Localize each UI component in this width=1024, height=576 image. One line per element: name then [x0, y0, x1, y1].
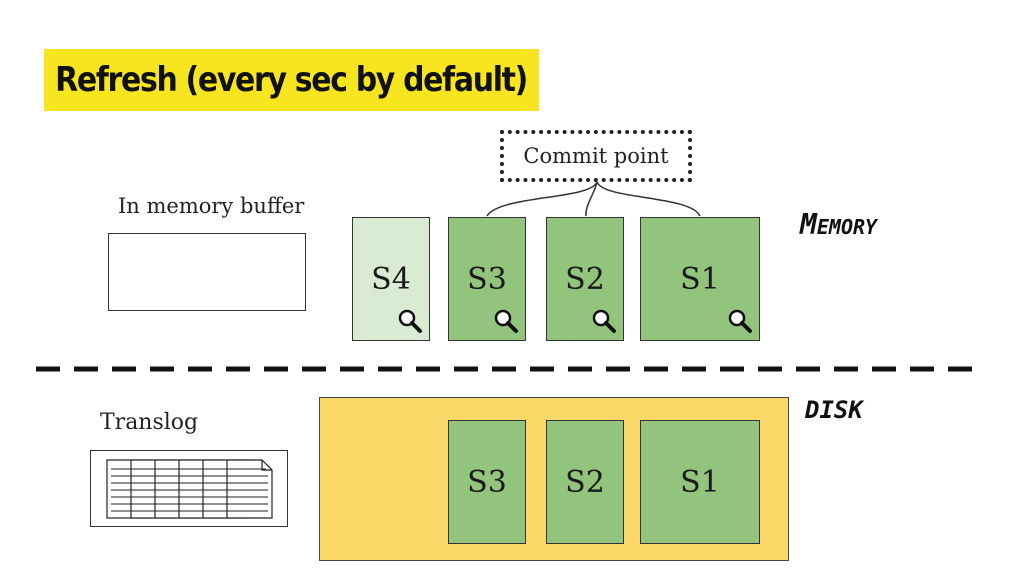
segment-label: S4 [371, 261, 411, 297]
magnifier-icon [728, 309, 752, 333]
slide-title-text: Refresh (every sec by default) [55, 60, 529, 100]
disk-segment-s2: S2 [546, 420, 624, 544]
magnifier-icon [398, 309, 422, 333]
connector-s2 [585, 181, 598, 217]
segment-label: S2 [565, 464, 605, 500]
connector-s3 [486, 181, 598, 217]
memory-segment-s2: S2 [546, 217, 624, 341]
translog-label: Translog [100, 410, 199, 435]
in-memory-buffer [108, 233, 306, 311]
memory-label: Memory [800, 208, 878, 241]
disk-segment-s1: S1 [640, 420, 760, 544]
buffer-label: In memory buffer [118, 194, 305, 218]
connector-s1 [596, 181, 701, 217]
memory-segment-s3: S3 [448, 217, 526, 341]
translog-box [90, 450, 288, 527]
segment-label: S1 [680, 261, 720, 297]
disk-segment-s3: S3 [448, 420, 526, 544]
segment-label: S3 [467, 261, 507, 297]
document-stack-icon [106, 459, 273, 519]
slide-title: Refresh (every sec by default) [44, 49, 539, 111]
segment-label: S1 [680, 464, 720, 500]
memory-segment-s1: S1 [640, 217, 760, 341]
memory-segment-s4: S4 [352, 217, 430, 341]
disk-label: DISK [805, 396, 863, 424]
commit-point-label: Commit point [523, 144, 669, 168]
magnifier-icon [592, 309, 616, 333]
segment-label: S2 [565, 261, 605, 297]
segment-label: S3 [467, 464, 507, 500]
magnifier-icon [494, 309, 518, 333]
commit-point-box: Commit point [500, 130, 692, 182]
